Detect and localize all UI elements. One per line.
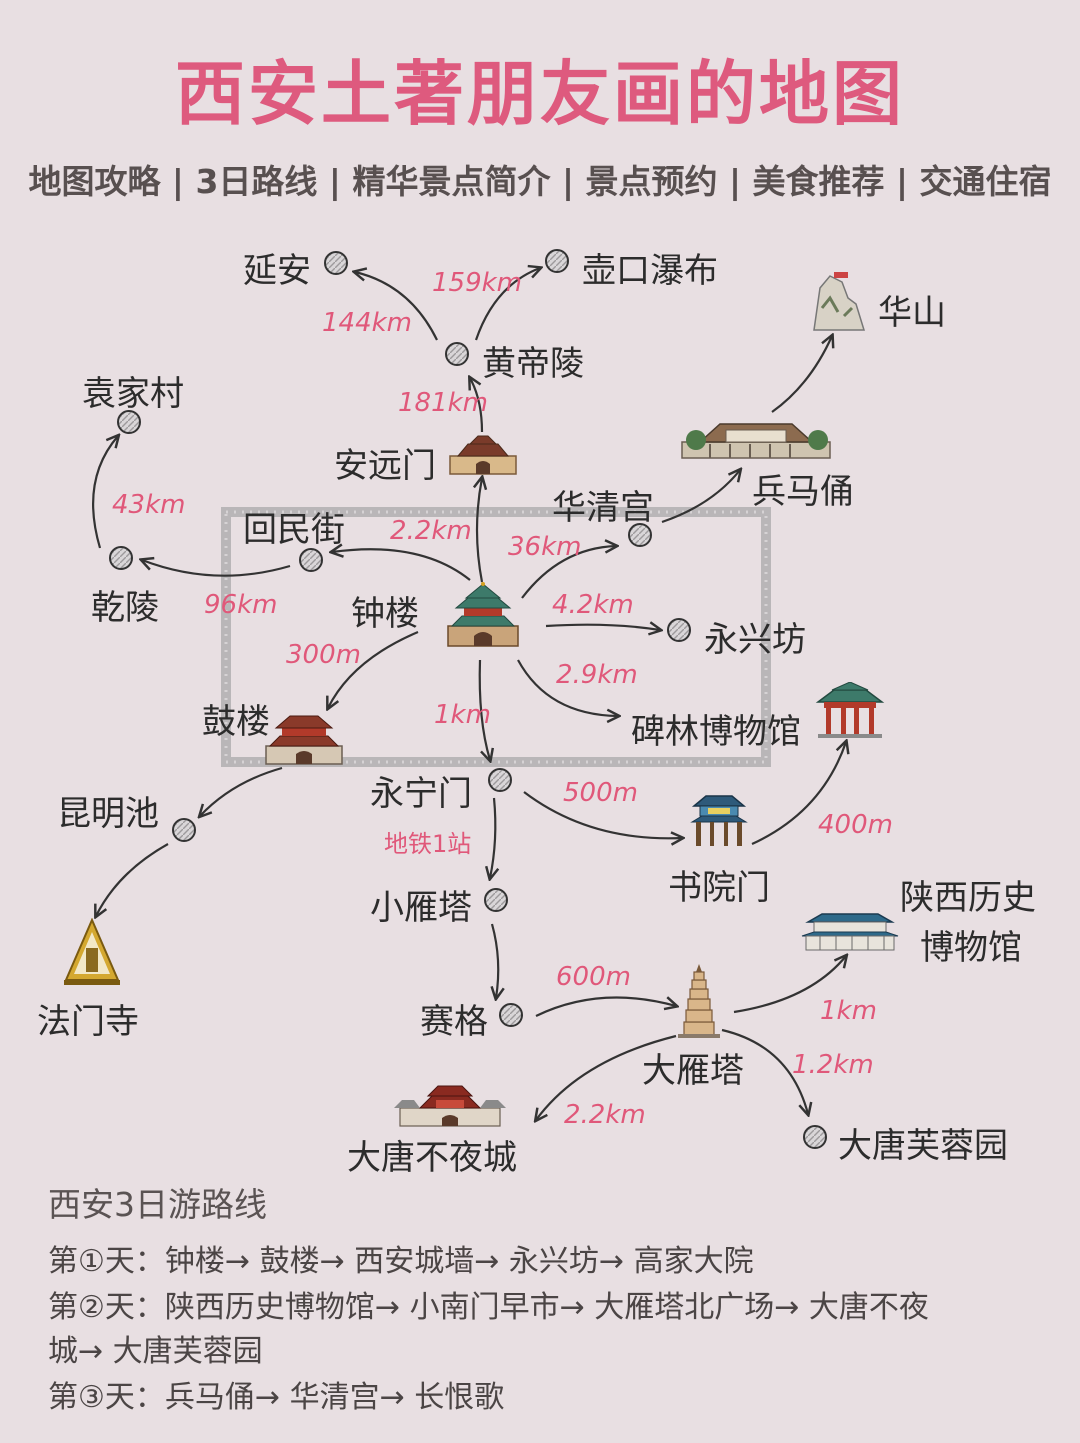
shaanxi-museum-icon[interactable]	[800, 910, 900, 952]
label-huaqinggong: 华清宫	[552, 488, 654, 528]
distance-shuyuanmen-beilin: 400m	[818, 810, 893, 840]
arrow-dayanta-buyecheng	[536, 1034, 677, 1120]
distance-dayanta-furongyuan: 1.2km	[792, 1050, 874, 1080]
kunmingchi-dot[interactable]	[171, 817, 197, 843]
distance-saige-dayanta: 600m	[556, 962, 631, 992]
beilin-pavilion-icon[interactable]	[814, 682, 886, 738]
arrow-dayanta-museum	[733, 956, 846, 1014]
furongyuan-dot[interactable]	[802, 1124, 828, 1150]
label-dayanta: 大雁塔	[642, 1051, 744, 1091]
zhonglou-bell-tower-icon[interactable]	[444, 582, 522, 648]
yongningmen-dot[interactable]	[487, 767, 513, 793]
label-zhonglou: 钟楼	[351, 594, 419, 634]
label-yuanjiacun: 袁家村	[82, 374, 184, 414]
arrow-zhonglou-huiminjie	[332, 549, 471, 581]
distance-zhonglou-beilin: 2.9km	[556, 660, 638, 690]
label-anyuanmen: 安远门	[334, 446, 436, 486]
distance-yongningmen-shuyuanmen: 500m	[563, 778, 638, 808]
dayanta-pagoda-icon[interactable]	[678, 962, 720, 1038]
label-datangbuyecheng: 大唐不夜城	[347, 1138, 517, 1178]
label-kunmingchi: 昆明池	[57, 794, 159, 834]
huiminjie-dot[interactable]	[298, 547, 324, 573]
distance-huangdiling-yanan: 144km	[322, 308, 413, 338]
label-shaanxi-museum-1: 陕西历史	[900, 878, 1036, 918]
distance-qianling-yuanjiacun: 43km	[112, 490, 186, 520]
yongxingfang-dot[interactable]	[666, 617, 692, 643]
anyuanmen-gate-icon[interactable]	[448, 432, 518, 476]
label-shaanxi-museum-2: 博物馆	[920, 928, 1022, 968]
arrow-huangdiling-hukou	[474, 268, 540, 341]
arrow-saige-dayanta	[535, 998, 676, 1017]
arrow-yongningmen-shuyuanmen	[523, 791, 682, 838]
label-yongxingfang: 永兴坊	[704, 620, 806, 660]
arrow-dayanta-furongyuan	[721, 1028, 808, 1114]
distance-zhonglou-huaqinggong: 36km	[508, 532, 582, 562]
distance-dayanta-buyecheng: 2.2km	[564, 1100, 646, 1130]
arrow-kunmingchi-famensi	[96, 843, 169, 916]
qianling-dot[interactable]	[108, 545, 134, 571]
saige-dot[interactable]	[498, 1002, 524, 1028]
arrow-zhonglou-anyuanmen	[477, 478, 482, 583]
label-huangdiling: 黄帝陵	[482, 344, 584, 384]
arrow-zhonglou-beilin	[517, 659, 618, 716]
label-huashan: 华山	[878, 293, 946, 333]
arrow-zhonglou-yongningmen	[478, 659, 490, 760]
arrow-zhonglou-gulou	[328, 630, 419, 708]
distance-zhonglou-yongningmen: 1km	[434, 700, 491, 730]
bingmayong-museum-icon[interactable]	[680, 414, 832, 460]
distance-zhonglou-yongxingfang: 4.2km	[552, 590, 634, 620]
label-xiaoyanta: 小雁塔	[370, 888, 472, 928]
distance-dayanta-museum: 1km	[820, 996, 877, 1026]
huangdiling-dot[interactable]	[444, 341, 470, 367]
itinerary-day1: 第①天：钟楼→ 鼓楼→ 西安城墙→ 永兴坊→ 高家大院	[48, 1244, 754, 1279]
label-datangfurongyuan: 大唐芙蓉园	[838, 1126, 1008, 1166]
xiaoyanta-dot[interactable]	[483, 887, 509, 913]
hukou-dot[interactable]	[544, 248, 570, 274]
label-beilin: 碑林博物馆	[631, 712, 801, 752]
yuanjiacun-dot[interactable]	[116, 409, 142, 435]
arrow-xiaoyanta-saige	[492, 923, 498, 998]
arrow-zhonglou-yongxingfang	[545, 625, 660, 630]
label-shuyuanmen: 书院门	[668, 868, 770, 908]
page-subtitle: 地图攻略 | 3日路线 | 精华景点简介 | 景点预约 | 美食推荐 | 交通住…	[28, 162, 1052, 201]
huashan-mountain-icon[interactable]	[808, 268, 868, 332]
arrow-shuyuanmen-beilin	[751, 742, 846, 846]
label-huiminjie: 回民街	[243, 510, 345, 550]
famensi-temple-icon[interactable]	[62, 918, 122, 986]
label-gulou: 鼓楼	[202, 702, 270, 742]
arrow-huiminjie-qianling	[142, 560, 291, 577]
arrow-huaqinggong-bingmayong	[661, 470, 740, 524]
label-yongningmen: 永宁门	[370, 774, 472, 814]
label-saige: 赛格	[420, 1002, 488, 1042]
arrow-huangdiling-yanan	[355, 272, 438, 341]
label-hukou: 壶口瀑布	[582, 251, 718, 291]
gulou-drum-tower-icon[interactable]	[264, 710, 344, 766]
page-title: 西安土著朋友画的地图	[175, 53, 905, 135]
label-qianling: 乾陵	[91, 588, 159, 628]
itinerary-day3: 第③天：兵马俑→ 华清宫→ 长恨歌	[48, 1380, 505, 1415]
arrow-bingmayong-huashan	[771, 336, 832, 413]
label-yanan: 延安	[243, 251, 311, 291]
distance-zhonglou-huiminjie: 2.2km	[390, 516, 472, 546]
arrow-qianling-yuanjiacun	[92, 436, 118, 549]
itinerary-day2-cont: 城→ 大唐芙蓉园	[48, 1334, 263, 1369]
shuyuanmen-archway-icon[interactable]	[688, 792, 750, 848]
itinerary-day2: 第②天：陕西历史博物馆→ 小南门早市→ 大雁塔北广场→ 大唐不夜	[48, 1290, 929, 1325]
huaqinggong-dot[interactable]	[627, 522, 653, 548]
yanan-dot[interactable]	[323, 250, 349, 276]
datangbuyecheng-gate-icon[interactable]	[392, 1078, 508, 1128]
label-bingmayong: 兵马俑	[752, 472, 854, 512]
distance-anyuanmen-huangdiling: 181km	[398, 388, 489, 418]
arrow-zhonglou-huaqinggong	[521, 546, 616, 599]
itinerary-title: 西安3日游路线	[48, 1185, 267, 1224]
arrow-yongningmen-xiaoyanta	[490, 797, 495, 878]
distance-zhonglou-gulou: 300m	[286, 640, 361, 670]
label-famensi: 法门寺	[37, 1002, 139, 1042]
distance-yongningmen-xiaoyanta: 地铁1站	[384, 830, 472, 858]
distance-huangdiling-hukou: 159km	[432, 268, 523, 298]
distance-huiminjie-qianling: 96km	[204, 590, 278, 620]
arrow-anyuanmen-huangdiling	[470, 378, 484, 433]
arrow-gulou-kunmingchi	[200, 766, 283, 816]
